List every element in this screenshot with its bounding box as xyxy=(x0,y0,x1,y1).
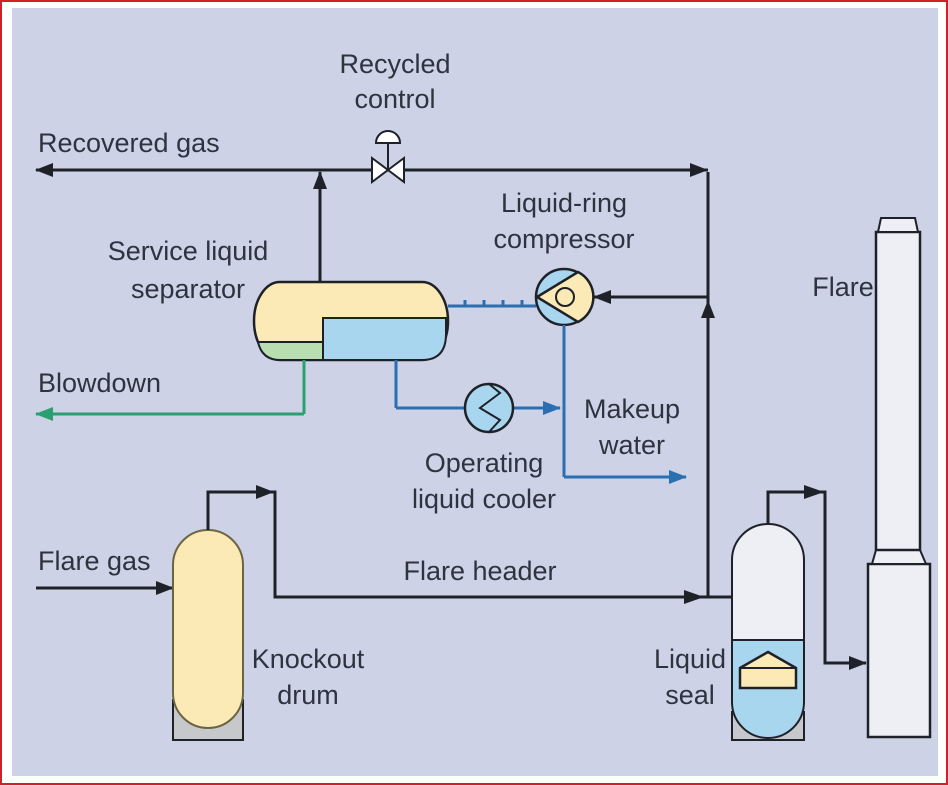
label-service-liquid-separator-line2: separator xyxy=(131,274,245,304)
makeup-water-line xyxy=(562,325,687,484)
operating-liquid-cooler[interactable] xyxy=(463,382,515,434)
label-flare: Flare xyxy=(812,272,874,302)
seal-outlet-line xyxy=(766,490,867,670)
recycle-control-valve[interactable] xyxy=(371,130,405,184)
cooler-loop-line xyxy=(394,360,561,415)
label-makeup-water-line2: water xyxy=(598,430,665,460)
label-service-liquid-separator-line1: Service liquid xyxy=(108,236,269,266)
label-blowdown: Blowdown xyxy=(38,368,161,398)
label-flare-gas: Flare gas xyxy=(38,546,151,576)
arrow-up-icon xyxy=(701,300,715,318)
arrow-right-icon xyxy=(690,163,708,177)
flare-stack[interactable] xyxy=(866,217,932,739)
seal-bell-cap xyxy=(738,650,798,690)
arrow-right-icon xyxy=(804,485,824,499)
arrow-right-icon xyxy=(684,590,704,604)
knockout-drum[interactable] xyxy=(172,529,244,741)
label-liquid-ring-compressor-line2: compressor xyxy=(493,224,634,254)
label-liquid-seal-line1: Liquid xyxy=(654,644,726,674)
liquid-ring-compressor[interactable] xyxy=(534,267,595,327)
heat-exchanger-coil-icon xyxy=(478,383,502,433)
service-liquid-separator[interactable] xyxy=(252,280,450,362)
blowdown-line xyxy=(35,360,306,421)
liquid-seal-drum[interactable] xyxy=(731,523,805,741)
label-operating-liquid-cooler-line2: liquid cooler xyxy=(412,484,556,514)
label-knockout-drum-line1: Knockout xyxy=(252,644,365,674)
flare-tip xyxy=(876,217,920,233)
label-knockout-drum-line2: drum xyxy=(277,680,339,710)
label-recycled-control-line2: control xyxy=(354,84,435,114)
label-makeup-water-line1: Makeup xyxy=(584,394,680,424)
flare-header-line xyxy=(206,485,708,599)
separator-to-compressor-line xyxy=(448,300,536,308)
label-recovered-gas: Recovered gas xyxy=(38,128,220,158)
label-operating-liquid-cooler-line1: Operating xyxy=(425,448,544,478)
valve-actuator-icon xyxy=(374,130,402,144)
label-recycled-control-line1: Recycled xyxy=(339,49,450,79)
label-liquid-ring-compressor-line1: Liquid-ring xyxy=(501,188,627,218)
label-liquid-seal-line2: seal xyxy=(665,680,715,710)
label-flare-header: Flare header xyxy=(403,556,556,586)
